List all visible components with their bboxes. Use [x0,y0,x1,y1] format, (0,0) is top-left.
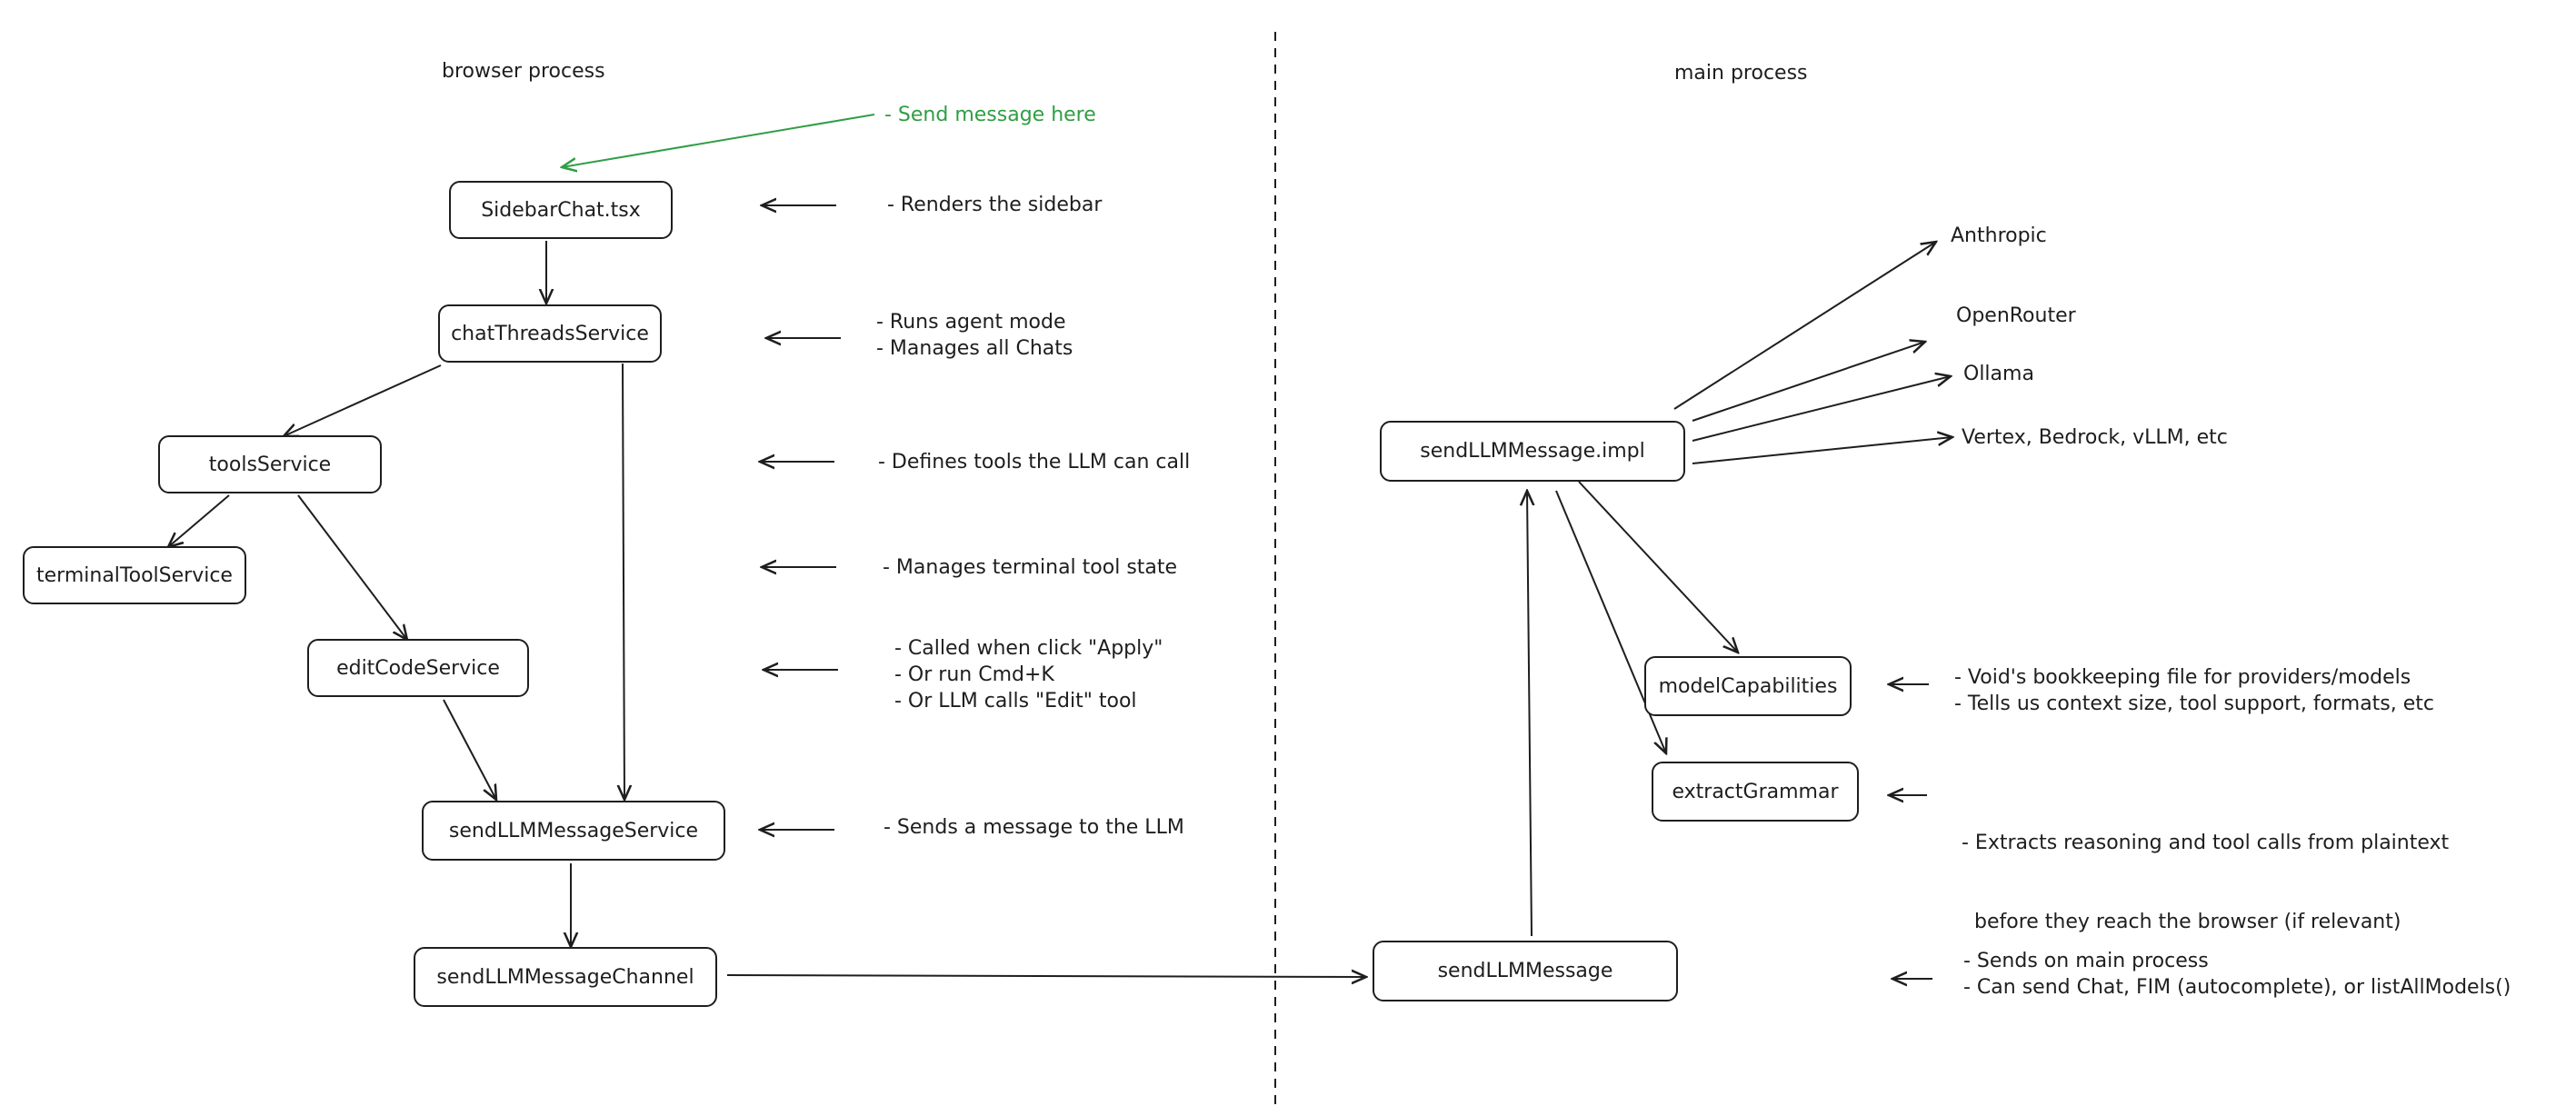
note-extract-grammar: - Extracts reasoning and tool calls from… [1962,777,2449,962]
arrow-send-message-here [562,114,875,167]
arrow-impl-to-model-capabilities [1578,481,1738,653]
arrow-edit-to-send-service [443,699,496,800]
sidebar-chat-node: SidebarChat.tsx [449,181,673,239]
note-line: - Or run Cmd+K [894,663,1054,686]
note-send-service: - Sends a message to the LLM [884,816,1184,839]
note-sidebar: - Renders the sidebar [887,194,1103,216]
note-model-capabilities: - Void's bookkeeping file for providers/… [1954,664,2434,717]
arrow-impl-to-other-providers [1692,437,1952,464]
note-chat-threads: - Runs agent mode - Manages all Chats [876,309,1073,362]
note-line: - Manages all Chats [876,337,1073,360]
arrow-impl-to-openrouter [1692,342,1925,422]
note-line: - Or LLM calls "Edit" tool [894,690,1137,712]
chat-threads-service-node: chatThreadsService [438,304,662,363]
arrow-threads-to-tools [284,364,442,436]
note-line: - Extracts reasoning and tool calls from… [1962,832,2450,854]
note-send-main: - Sends on main process - Can send Chat,… [1963,948,2511,1001]
note-terminal: - Manages terminal tool state [883,556,1178,579]
arrow-channel-to-main [726,975,1366,977]
note-line: before they reach the browser (if releva… [1962,911,2401,933]
send-llm-message-impl-node: sendLLMMessage.impl [1380,421,1685,482]
note-line: - Sends on main process [1963,950,2209,972]
note-line: - Void's bookkeeping file for providers/… [1954,666,2411,689]
send-llm-message-channel-node: sendLLMMessageChannel [414,947,717,1007]
provider-ollama: Ollama [1963,363,2034,385]
browser-process-header: browser process [442,60,605,83]
terminal-tool-service-node: terminalToolService [23,546,246,604]
note-line: - Can send Chat, FIM (autocomplete), or … [1963,976,2511,999]
arrow-main-to-impl [1527,491,1532,937]
provider-openrouter: OpenRouter [1956,304,2076,327]
note-line: - Called when click "Apply" [894,637,1163,660]
provider-other: Vertex, Bedrock, vLLM, etc [1962,426,2228,449]
arrow-tools-to-terminal [168,494,230,547]
note-tools: - Defines tools the LLM can call [878,451,1191,473]
extract-grammar-node: extractGrammar [1652,762,1859,822]
note-line: - Runs agent mode [876,311,1066,334]
note-edit-code: - Called when click "Apply" - Or run Cmd… [894,635,1163,714]
note-line: - Tells us context size, tool support, f… [1954,693,2435,715]
edit-code-service-node: editCodeService [307,639,529,697]
provider-anthropic: Anthropic [1951,224,2047,247]
note-send-message-here: - Send message here [884,104,1096,126]
arrow-impl-to-ollama [1692,376,1951,442]
model-capabilities-node: modelCapabilities [1644,656,1852,716]
send-llm-message-service-node: sendLLMMessageService [422,801,725,861]
arrow-tools-to-edit [297,494,407,640]
arrow-threads-to-send-service [623,363,624,800]
main-process-header: main process [1674,62,1808,85]
arrow-impl-to-anthropic [1673,242,1936,410]
send-llm-message-main-node: sendLLMMessage [1373,941,1678,1001]
tools-service-node: toolsService [158,435,382,493]
